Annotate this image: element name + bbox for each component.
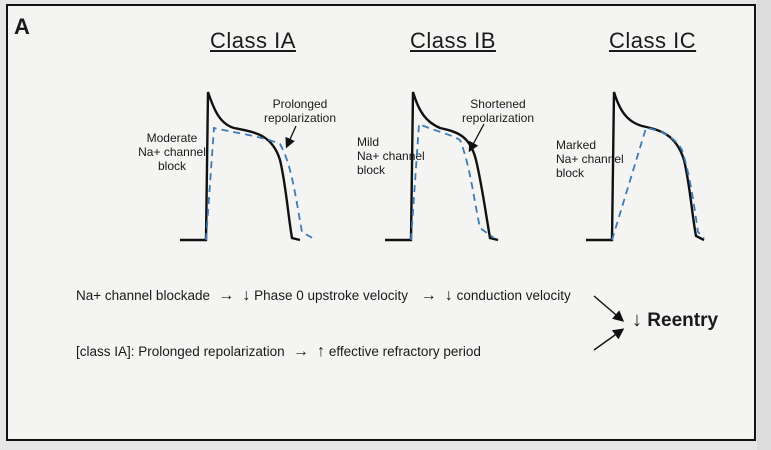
class-ib-title: Class IB [410,28,496,53]
class-ia-block-label-line: Moderate [146,131,198,145]
class-ib-annotation-arrow [468,123,485,153]
class-ia-annotation-line: Prolonged [272,97,328,111]
class-ib-block-label-line: Mild [357,135,380,149]
figure-frame [6,4,756,441]
mechanism-line-2: [class IA]: Prolonged repolarization → ↑… [76,343,481,361]
right-arrow-icon: → [213,287,239,304]
class-ia-traces [180,91,317,242]
class-ia-drug-trace [205,126,317,241]
mechanism-line-2-part-a: [class IA]: Prolonged repolarization [76,344,285,359]
class-ib-traces [385,91,499,242]
class-ib-annotation-line: repolarization [461,111,535,125]
right-arrow-icon: → [411,287,442,304]
mechanism-line-1-part-a: Na+ channel blockade [76,288,210,303]
class-ia-block-label-line: Na+ channel [138,145,206,159]
class-ic-drug-trace [611,126,705,241]
class-ic-block-label: Marked Na+ channel block [556,138,636,180]
class-ib-block-label-line: block [357,163,386,177]
reentry-result: ↓ Reentry [632,309,718,332]
class-ic-baseline-trace [586,91,705,242]
class-ic-block-label-line: Marked [556,138,597,152]
page-edge [757,0,771,450]
class-ia-annotation-line: repolarization [263,111,337,125]
mechanism-line-1-part-b: Phase 0 upstroke velocity [254,288,409,303]
class-ib-block-label-line: Na+ channel [357,149,425,163]
class-ia-annotation-arrow [285,125,297,149]
panel-label: A [14,14,30,39]
mechanism-line-1: Na+ channel blockade → ↓ Phase 0 upstrok… [76,287,571,305]
down-arrow-icon: ↓ [632,309,642,331]
up-arrow-icon: ↑ [317,343,326,360]
to-reentry-arrow-lower [593,328,625,351]
class-ic-block-label-line: block [556,166,585,180]
mechanism-line-2-part-b: effective refractory period [328,344,481,359]
class-ib-annotation: Shortened repolarization [448,97,548,125]
class-ic-title: Class IC [609,28,697,53]
mechanism-line-1-part-c: conduction velocity [456,288,571,303]
class-ib-annotation-line: Shortened [470,97,526,111]
class-ic-block-label-line: Na+ channel [556,152,624,166]
right-arrow-icon: → [288,343,314,360]
down-arrow-icon: ↓ [242,287,251,304]
class-ib-drug-trace [410,122,495,241]
class-ia-block-label: Moderate Na+ channel block [132,131,212,173]
class-ia-title: Class IA [210,28,296,53]
class-ib-block-label: Mild Na+ channel block [357,135,437,177]
mechanism-arrows [593,295,625,351]
class-ia-block-label-line: block [157,159,186,173]
class-ic-traces [586,91,705,242]
class-ia-baseline-trace [180,91,301,242]
down-arrow-icon: ↓ [444,287,453,304]
to-reentry-arrow-upper [593,295,625,322]
reentry-label: Reentry [647,310,719,331]
class-ia-annotation: Prolonged repolarization [250,97,350,125]
class-ib-baseline-trace [385,91,499,242]
